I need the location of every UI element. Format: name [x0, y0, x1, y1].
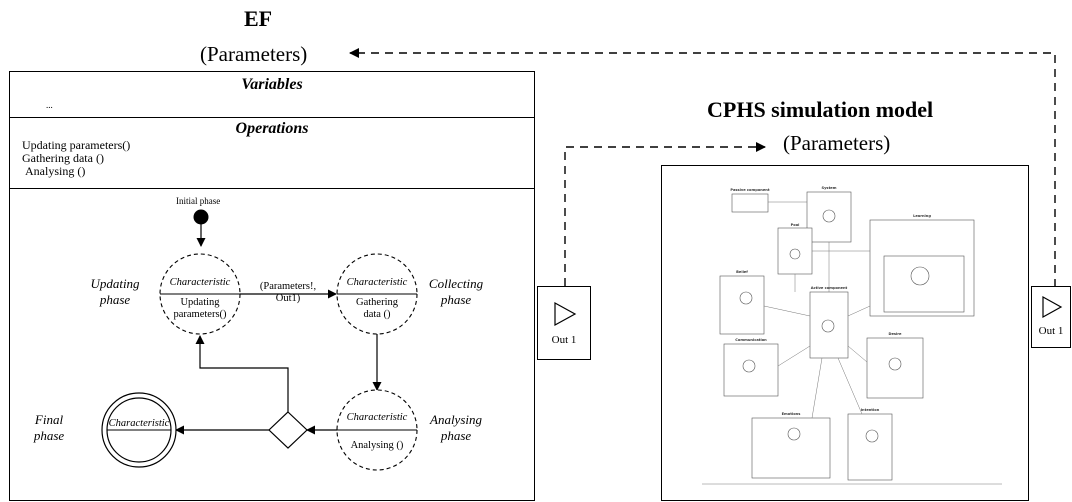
- phase-label-analysing: Analysing phase: [430, 412, 482, 443]
- state-collecting-body: Gathering data (): [356, 297, 398, 320]
- state-updating-body: Updating parameters(): [173, 297, 227, 320]
- cphs-model-diagram: Passive component System Pool Learning B…: [702, 186, 1002, 485]
- operations-list: Updating parameters() Gathering data () …: [22, 139, 130, 178]
- component-label: Learning: [913, 214, 931, 218]
- cphs-simulation-box: Passive component System Pool Learning B…: [661, 165, 1029, 501]
- component-label: Desire: [888, 332, 902, 336]
- operation-item: Updating parameters(): [22, 138, 131, 152]
- phase-label-collecting: Collecting phase: [428, 276, 484, 307]
- state-machine: [101, 209, 418, 471]
- component-label: Intention: [861, 408, 880, 412]
- component-label: Active component: [811, 286, 848, 290]
- play-triangle-icon: [1042, 295, 1063, 319]
- component-label: System: [822, 186, 837, 190]
- divider-operations: [10, 188, 534, 189]
- component-label: Passive component: [730, 188, 769, 192]
- feed-dashed-arrow: [564, 142, 766, 286]
- component-label: Belief: [736, 270, 748, 274]
- cphs-title: CPHS simulation model: [707, 97, 934, 122]
- divider-variables: [10, 117, 534, 118]
- dashed-connectors: [349, 48, 1056, 287]
- operation-item: Gathering data (): [22, 151, 104, 165]
- play-triangle-icon: [554, 301, 577, 327]
- out-port-cphs[interactable]: Out 1: [1031, 286, 1071, 348]
- phase-label-final: Final phase: [33, 412, 65, 443]
- initial-phase-label: Initial phase: [176, 196, 221, 206]
- cphs-parameters-label: (Parameters): [783, 131, 891, 155]
- component-label: Pool: [791, 223, 800, 227]
- decision-node: [268, 411, 308, 449]
- ef-class-box: Variables ... Operations Updating parame…: [9, 71, 535, 501]
- operations-title: Operations: [235, 120, 309, 137]
- state-updating-header: Characteristic: [169, 277, 231, 288]
- initial-node: [193, 209, 209, 225]
- transition-label: (Parameters!, Out1): [259, 281, 317, 304]
- phase-label-updating: Updating phase: [90, 276, 140, 307]
- variables-title: Variables: [241, 76, 303, 93]
- state-analysing-header: Characteristic: [346, 412, 408, 423]
- component-label: Communication: [735, 338, 767, 342]
- ef-title: EF: [244, 6, 273, 31]
- state-final-header: Characteristic: [108, 418, 170, 429]
- state-collecting-header: Characteristic: [346, 277, 408, 288]
- out-port-label: Out 1: [1038, 325, 1064, 337]
- component-label: Emotions: [782, 412, 801, 416]
- ef-parameters-label: (Parameters): [200, 42, 308, 66]
- operation-item: Analysing (): [25, 164, 86, 178]
- out-port-label: Out 1: [551, 334, 577, 346]
- state-analysing-body: Analysing (): [350, 440, 404, 451]
- out-port-ef[interactable]: Out 1: [537, 286, 591, 360]
- variables-content: ...: [46, 100, 53, 110]
- return-dashed-arrow: [349, 48, 1056, 287]
